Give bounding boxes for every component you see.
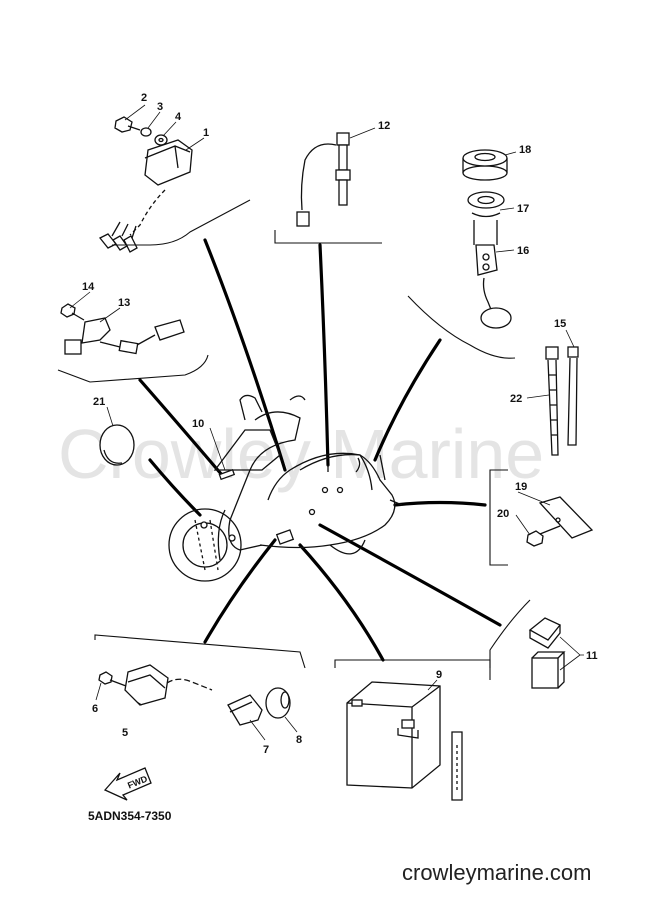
callout-1: 1 [203,127,209,139]
watermark: Crowley Marine [58,415,544,493]
part-9-battery[interactable] [346,681,463,801]
callout-10: 10 [192,418,204,430]
part-21-cover[interactable] [99,424,135,466]
part-17-gasket[interactable] [467,191,505,218]
callout-11: 11 [586,650,598,662]
part-8-cover[interactable] [265,687,291,719]
leader-lines [69,104,584,741]
connector-relay-to-scooter [203,238,287,472]
frame-relay-group [112,199,251,246]
callout-21: 21 [93,396,105,408]
callout-15: 15 [554,318,566,330]
callout-17: 17 [517,203,529,215]
callout-8: 8 [296,734,302,746]
part-16-fuel-sender[interactable] [473,220,512,329]
callout-18: 18 [519,144,531,156]
callout-19: 19 [515,481,527,493]
callout-16: 16 [517,245,529,257]
frame-switch-group [57,354,209,383]
part-1-relay[interactable] [98,139,193,253]
connector-battery-to-scooter [298,543,385,662]
frame-relay11-group [489,599,531,680]
callout-2: 2 [141,92,147,104]
part-19-bracket[interactable] [538,496,594,539]
callout-3: 3 [157,101,163,113]
frame-bracket-group [489,469,508,566]
callout-4: 4 [175,111,182,123]
part-22-band[interactable] [545,346,559,456]
part-20-nut[interactable] [526,525,561,547]
part-11-relay[interactable] [528,617,566,689]
part-15-cable-tie[interactable] [567,346,579,446]
callout-14: 14 [82,281,95,293]
part-3-washer[interactable] [140,127,152,137]
callout-20: 20 [497,508,509,520]
callout-9: 9 [436,669,442,681]
part-5-ignition-coil[interactable] [124,664,213,706]
frame-fuel-gauge-group [407,295,516,359]
part-12-sensor[interactable] [296,132,351,227]
connector-sensor-to-scooter [318,243,330,467]
callout-7: 7 [263,744,269,756]
scooter-outline [168,394,403,582]
part-18-grommet[interactable] [462,149,508,181]
part-7-plug-cap[interactable] [227,694,263,726]
part-4-washer[interactable] [154,134,168,146]
connector-switch-to-scooter [138,378,224,477]
part-2-bolt[interactable] [114,116,141,133]
callout-12: 12 [378,120,390,132]
website-label[interactable]: crowleymarine.com [402,860,592,885]
frame-battery-group [334,659,491,668]
fwd-arrow-icon: FWD [103,767,152,801]
connector-ignition-to-scooter [203,538,277,644]
callout-22: 22 [510,393,522,405]
diagram-code: 5ADN354-7350 [88,809,172,823]
connector-bracket-to-scooter [393,500,487,507]
part-13-switch[interactable] [64,317,185,355]
connector-fuelgauge-to-scooter [373,338,442,462]
connector-relay11-to-scooter [318,523,502,627]
callout-labels: 2 3 4 1 12 18 17 16 14 13 15 22 21 10 19… [82,92,598,756]
frame-sensor-group [274,230,382,244]
frame-ignition-group [94,634,306,669]
callout-5: 5 [122,727,128,739]
callout-13: 13 [118,297,130,309]
part-6-screw[interactable] [98,671,127,687]
callout-6: 6 [92,703,98,715]
